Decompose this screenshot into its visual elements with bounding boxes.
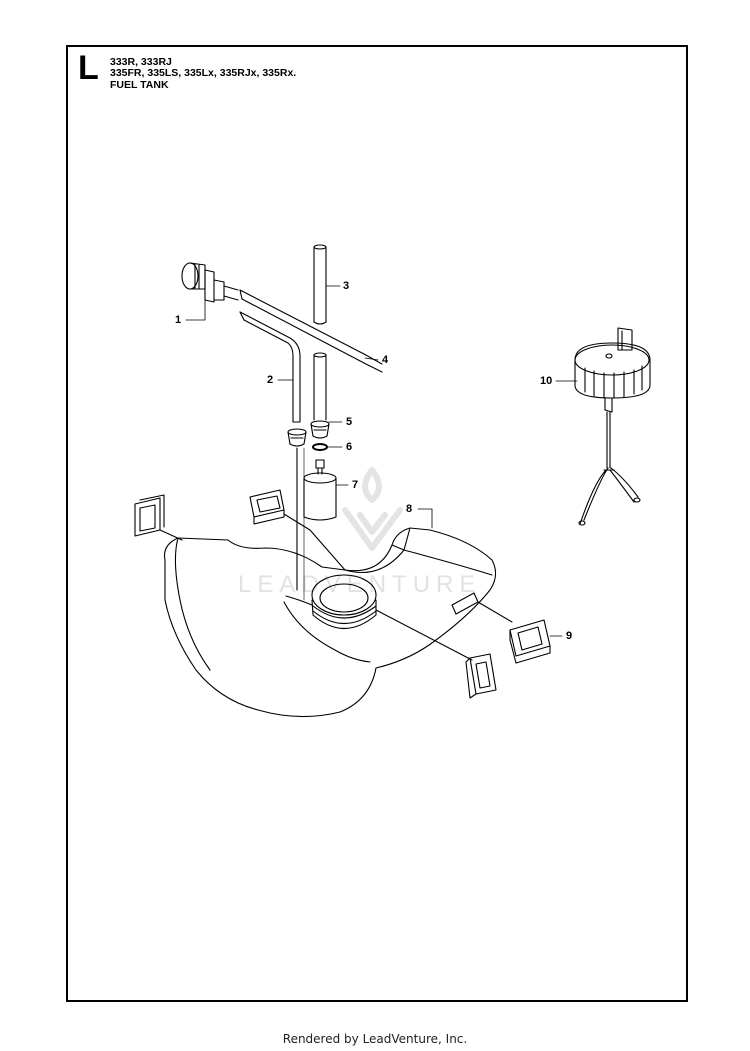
fuel-tank <box>163 527 497 718</box>
callout-1[interactable]: 1 <box>175 314 182 326</box>
callout-9[interactable]: 9 <box>566 630 573 642</box>
model-list-line-1: 333R, 333RJ <box>110 56 172 68</box>
callout-3[interactable]: 3 <box>343 280 350 292</box>
part-1-primer-bulb <box>181 262 239 303</box>
callout-8[interactable]: 8 <box>406 503 413 515</box>
grommet-left <box>287 428 307 447</box>
guide-line-3 <box>159 529 183 541</box>
grommet-2 <box>249 489 285 525</box>
callout-10[interactable]: 10 <box>540 375 553 387</box>
part-3-lower-hose <box>313 352 327 421</box>
part-7-fuel-filter <box>303 459 337 521</box>
part-5-fitting <box>310 420 330 439</box>
guide-line-6 <box>375 609 473 661</box>
callout-5[interactable]: 5 <box>346 416 353 428</box>
part-10-fuel-cap <box>574 327 651 526</box>
part-9-grommet <box>509 619 551 664</box>
callout-6[interactable]: 6 <box>346 441 353 453</box>
diagram-title: FUEL TANK <box>110 79 169 91</box>
part-4-hose <box>239 289 383 373</box>
callout-2[interactable]: 2 <box>267 374 274 386</box>
callout-4[interactable]: 4 <box>382 354 389 366</box>
callout-7[interactable]: 7 <box>352 479 359 491</box>
guide-line-5 <box>477 601 513 623</box>
footer-credit: Rendered by LeadVenture, Inc. <box>282 1032 468 1046</box>
grommet-4 <box>465 653 497 699</box>
guide-line-4 <box>283 513 346 571</box>
leader-lines <box>185 285 578 637</box>
diagram-frame <box>66 45 688 1002</box>
part-2-hose <box>239 311 301 423</box>
part-6-o-ring <box>312 443 328 451</box>
section-letter: L <box>78 49 99 87</box>
model-list-line-2: 335FR, 335LS, 335Lx, 335RJx, 335Rx. <box>110 67 297 79</box>
part-3-hose <box>313 244 327 325</box>
watermark-logo <box>342 467 403 551</box>
watermark: LEADVENTURE <box>238 571 482 598</box>
